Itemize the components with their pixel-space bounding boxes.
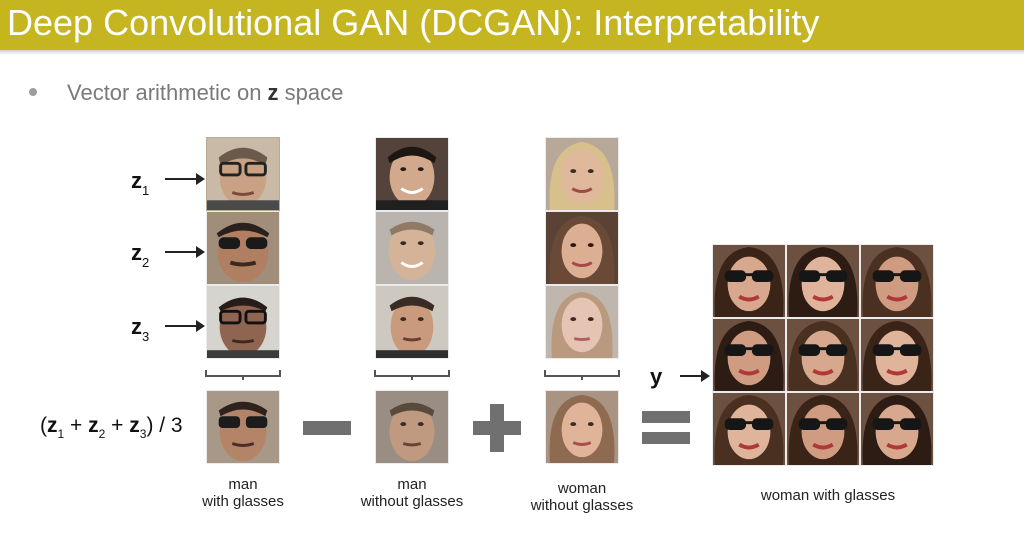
caption-woman-with-glasses: woman with glasses (760, 487, 896, 504)
minus-operator (303, 421, 351, 435)
face-woman-3 (545, 285, 619, 359)
face-man-1 (375, 137, 449, 211)
bullet-prefix: Vector arithmetic on (67, 80, 268, 105)
face-result-1 (712, 244, 786, 318)
bullet-bold: z (267, 80, 279, 105)
face-result-4 (712, 318, 786, 392)
face-man-glasses-1 (206, 137, 280, 211)
face-avg-man-glasses (206, 390, 280, 464)
y-label: y (650, 364, 663, 389)
face-man-glasses-3 (206, 285, 280, 359)
z2-arrow (165, 246, 205, 258)
z1-label: z1 (131, 168, 150, 198)
face-result-2 (786, 244, 860, 318)
face-man-glasses-2 (206, 211, 280, 285)
slide-title: Deep Convolutional GAN (DCGAN): Interpre… (7, 2, 820, 43)
face-avg-man (375, 390, 449, 464)
brace-woman (544, 370, 620, 380)
face-avg-woman (545, 390, 619, 464)
face-woman-1 (545, 137, 619, 211)
z3-label: z3 (131, 314, 150, 344)
face-result-6 (860, 318, 934, 392)
y-arrow (680, 370, 710, 382)
equals-operator-top (642, 411, 690, 423)
bullet-suffix: space (278, 80, 344, 105)
header-shadow (0, 50, 1024, 55)
equals-operator-bottom (642, 432, 690, 444)
z1-arrow (165, 173, 205, 185)
face-result-8 (786, 392, 860, 466)
face-result-5 (786, 318, 860, 392)
face-man-3 (375, 285, 449, 359)
brace-man-glasses (205, 370, 281, 380)
plus-operator-vertical (490, 404, 504, 452)
face-woman-2 (545, 211, 619, 285)
bullet-point-icon (29, 88, 37, 96)
face-man-2 (375, 211, 449, 285)
face-result-9 (860, 392, 934, 466)
z3-arrow (165, 320, 205, 332)
average-formula: (z1 + z2 + z3) / 3 (40, 414, 183, 441)
face-result-7 (712, 392, 786, 466)
z2-label: z2 (131, 240, 150, 270)
bullet-text: Vector arithmetic on z space (67, 80, 343, 106)
face-result-3 (860, 244, 934, 318)
brace-man (374, 370, 450, 380)
slide-header: Deep Convolutional GAN (DCGAN): Interpre… (0, 0, 1024, 50)
